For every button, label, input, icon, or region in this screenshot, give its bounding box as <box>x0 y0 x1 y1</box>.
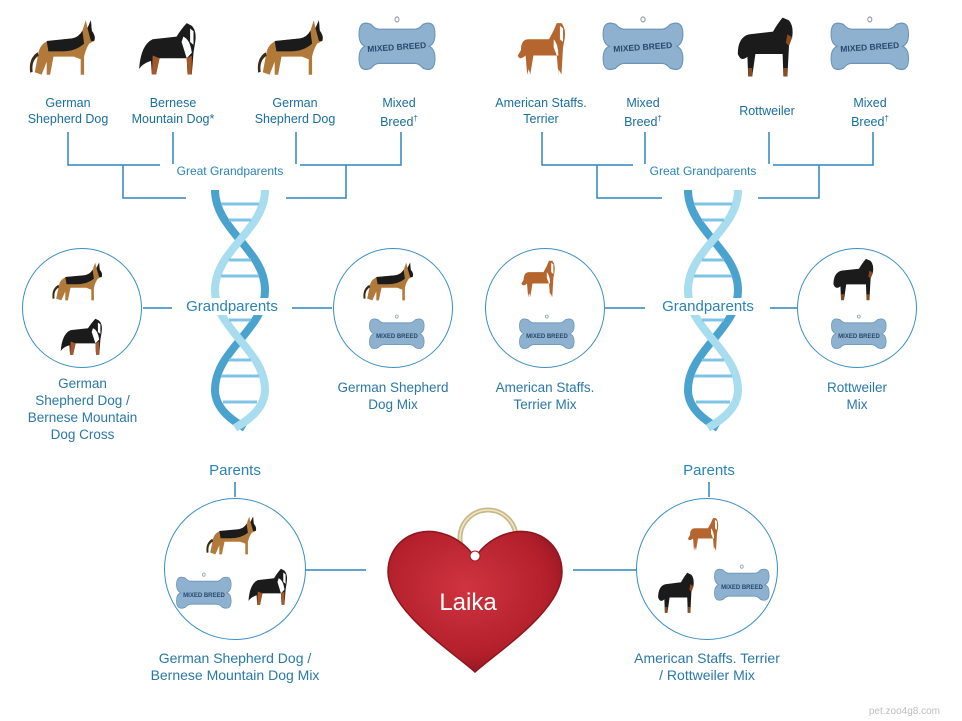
american-staffordshire-terrier-icon <box>521 260 555 297</box>
german-shepherd-icon <box>363 261 415 302</box>
bernese-mountain-dog-icon <box>139 23 196 75</box>
parent-label-right: American Staffs. Terrier / Rottweiler Mi… <box>634 650 780 683</box>
german-shepherd-icon <box>206 515 258 556</box>
gg-label-3: German Shepherd Dog <box>254 96 336 126</box>
right-gg-brackets <box>541 132 874 199</box>
grandparents-label-right: Grandparents <box>650 298 766 315</box>
grandparents-label-left: Grandparents <box>176 298 288 315</box>
gg-label-2: Bernese Mountain Dog* <box>131 96 215 126</box>
rottweiler-icon <box>833 258 874 301</box>
mixed-breed-tag-icon <box>176 572 232 609</box>
parents-label-left: Parents <box>209 462 261 479</box>
gg-label-4: Mixed Breed† <box>380 96 418 130</box>
great-grandparents-label-right: Great Grandparents <box>633 164 773 178</box>
tag-text: MIXED BREED <box>376 334 418 340</box>
mixed-breed-tag-icon <box>519 314 575 349</box>
gg-label-5: American Staffs. Terrier <box>495 96 587 126</box>
left-gg-brackets <box>67 132 402 199</box>
mixed-breed-tag-icon <box>369 314 425 349</box>
watermark: pet.zoo4g8.com <box>868 706 940 717</box>
tag-text: MIXED BREED <box>721 585 763 591</box>
tag-text: MIXED BREED <box>840 40 900 54</box>
dog-name: Laika <box>439 589 497 616</box>
bernese-mountain-dog-icon <box>60 318 102 355</box>
grandparent-circle-2: MIXED BREED <box>333 248 453 368</box>
gg-label-8: Mixed Breed† <box>851 96 889 130</box>
bernese-mountain-dog-icon <box>248 568 288 605</box>
grandparent-label-3: American Staffs. Terrier Mix <box>495 380 595 412</box>
parent-circle-right: MIXED BREED <box>636 498 778 640</box>
grandparent-label-4: Rottweiler Mix <box>826 380 888 412</box>
parents-label-right: Parents <box>683 462 735 479</box>
parent-connectors <box>234 482 710 571</box>
german-shepherd-icon <box>257 18 325 77</box>
gg-label-7: Rottweiler <box>739 104 795 118</box>
parent-label-left: German Shepherd Dog / Bernese Mountain D… <box>150 650 320 683</box>
american-staffordshire-terrier-icon <box>688 518 719 551</box>
german-shepherd-icon <box>29 18 97 77</box>
tag-text: MIXED BREED <box>838 334 880 340</box>
tag-text: MIXED BREED <box>367 40 427 54</box>
grandparent-circle-4: MIXED BREED <box>797 248 917 368</box>
tag-text: MIXED BREED <box>613 40 673 54</box>
rottweiler-icon <box>737 17 793 77</box>
german-shepherd-icon <box>52 261 104 302</box>
gg-label-6: Mixed Breed† <box>624 96 662 130</box>
grandparent-label-2: German Shepherd Dog Mix <box>337 380 449 412</box>
american-staffordshire-terrier-icon <box>517 23 565 75</box>
great-grandparents-label-left: Great Grandparents <box>160 164 300 178</box>
grandparent-circle-3: MIXED BREED <box>485 248 605 368</box>
rottweiler-icon <box>658 572 694 613</box>
mixed-breed-tag-icon <box>714 564 770 601</box>
parent-circle-left: MIXED BREED <box>164 498 306 640</box>
heart-tag: Laika <box>387 507 563 673</box>
grandparent-circle-1 <box>22 248 142 368</box>
tag-text: MIXED BREED <box>526 334 568 340</box>
gg-label-1: German Shepherd Dog <box>27 96 109 126</box>
mixed-breed-tag-icon <box>831 314 887 349</box>
tag-text: MIXED BREED <box>183 593 225 599</box>
grandparent-label-1: German Shepherd Dog / Bernese Mountain D… <box>27 376 138 442</box>
